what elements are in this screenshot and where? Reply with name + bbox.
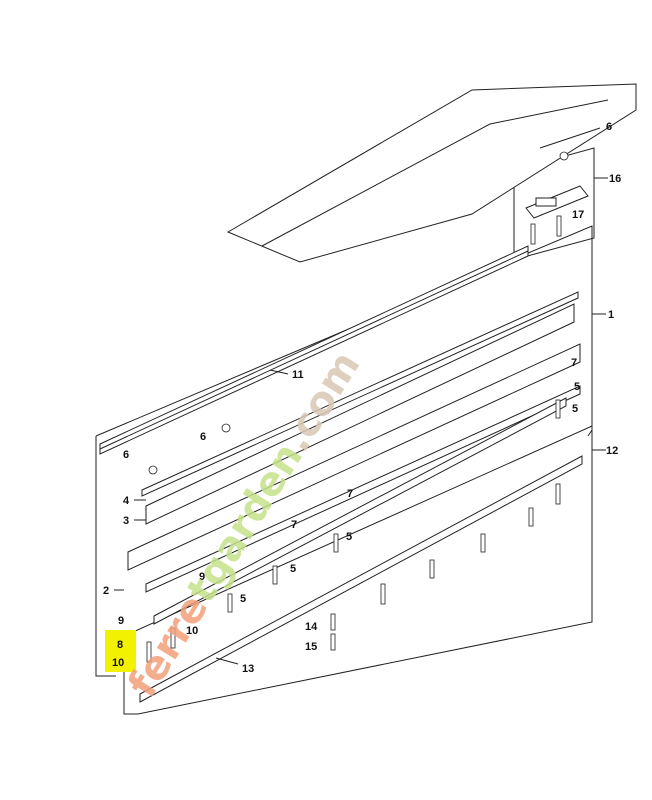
callout-5b: 5 xyxy=(346,531,352,543)
callout-17: 17 xyxy=(572,209,584,221)
part-2-blade xyxy=(127,343,581,571)
callout-8: 8 xyxy=(117,639,123,651)
callout-7b: 7 xyxy=(347,488,353,500)
callout-6a: 6 xyxy=(606,121,612,133)
leader-lines xyxy=(114,127,608,665)
gear-housing-plate xyxy=(226,83,637,263)
callout-4: 4 xyxy=(123,495,130,507)
callout-10b: 10 xyxy=(112,657,124,669)
outline-assembly-12 xyxy=(123,425,593,715)
callout-5e: 5 xyxy=(574,381,580,393)
callout-2: 2 xyxy=(103,585,109,597)
callout-16: 16 xyxy=(609,173,621,185)
callout-12: 12 xyxy=(606,445,618,457)
callout-7a: 7 xyxy=(571,357,577,369)
nuts xyxy=(148,151,569,475)
callout-10a: 10 xyxy=(186,625,198,637)
highlight-box xyxy=(105,630,136,672)
callout-5c: 5 xyxy=(290,563,296,575)
part-3-blade xyxy=(145,303,575,525)
callout-6b: 6 xyxy=(200,431,206,443)
callout-9b: 9 xyxy=(118,615,124,627)
bolts xyxy=(146,215,562,663)
callout-5a: 5 xyxy=(572,403,578,415)
callout-3: 3 xyxy=(123,515,129,527)
part-13-bar xyxy=(139,397,583,703)
callout-11: 11 xyxy=(292,369,304,381)
part-12-bar xyxy=(145,385,581,593)
callout-7c: 7 xyxy=(291,519,297,531)
callout-13: 13 xyxy=(242,663,254,675)
part-4-strip xyxy=(141,291,579,497)
callout-9a: 9 xyxy=(199,571,205,583)
callout-14: 14 xyxy=(305,621,318,633)
callout-6c: 6 xyxy=(123,449,129,461)
callouts: 1 2 3 4 5 5 5 5 5 6 6 6 7 7 7 8 9 9 10 1… xyxy=(103,121,621,675)
callout-1: 1 xyxy=(608,309,614,321)
callout-5d: 5 xyxy=(240,593,246,605)
part-11-guard xyxy=(99,245,529,455)
callout-15: 15 xyxy=(305,641,317,653)
part-16-clip xyxy=(525,185,589,219)
